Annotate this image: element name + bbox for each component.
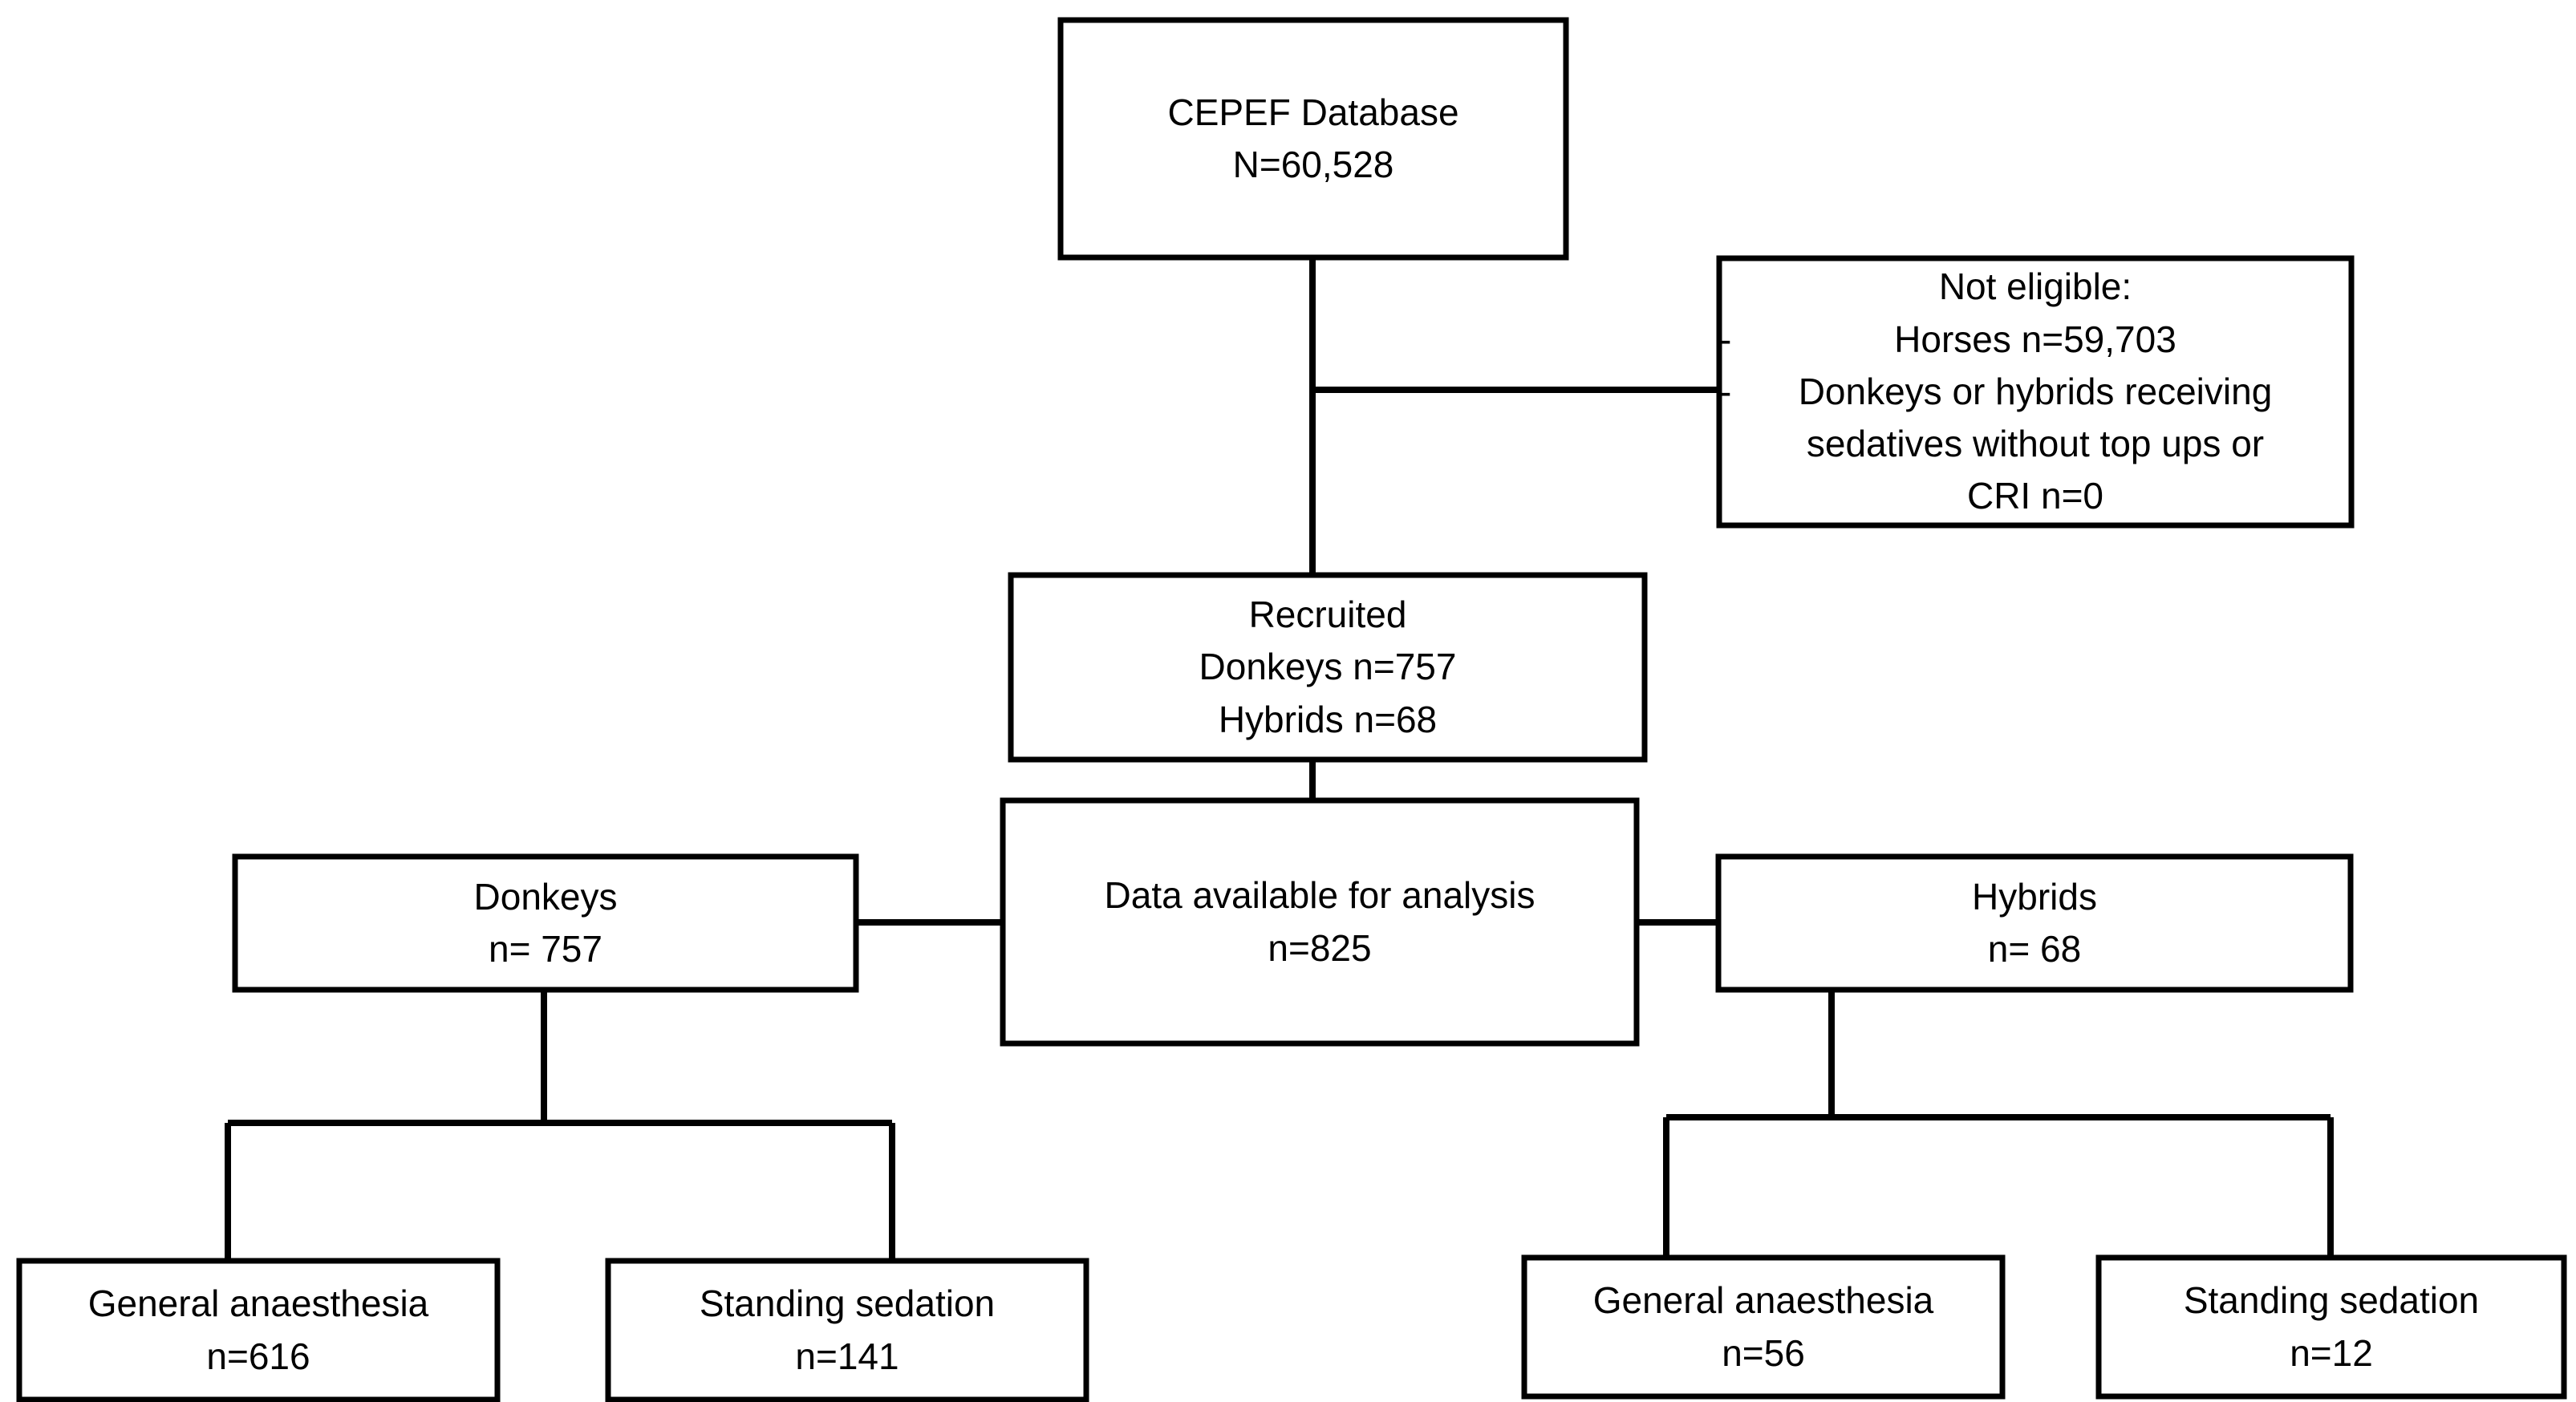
node-box-database (1057, 17, 1569, 261)
node-box-donkeys-ss (605, 1258, 1089, 1402)
node-box-hybrids-ga (1521, 1254, 2006, 1400)
node-box-donkeys (232, 853, 859, 993)
node-box-analysis (1000, 797, 1640, 1047)
node-box-hybrids (1715, 853, 2354, 993)
node-box-hybrids-ss (2095, 1254, 2567, 1400)
node-box-donkeys-ga (16, 1258, 501, 1402)
node-box-not-eligible (1716, 255, 2355, 529)
node-box-recruited (1008, 572, 1648, 763)
